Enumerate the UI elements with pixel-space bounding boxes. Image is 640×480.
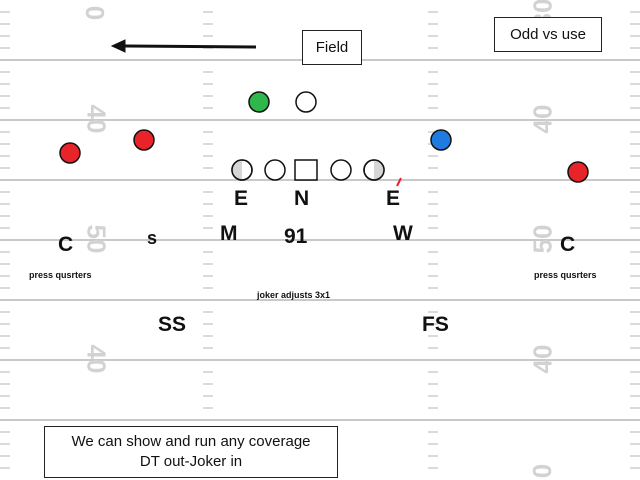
field-arrow [110,39,257,53]
yard-number-right-0: 0 [527,463,558,479]
press-note-right: press qusrters [534,270,597,280]
coverage-note-line-2: DT out-Joker in [139,453,243,470]
defender-E-right: E [386,187,401,210]
green-player [248,91,270,113]
press-note-left: press qusrters [29,270,92,280]
defender-M: M [220,222,238,245]
yard-number-left-50: 50 [81,224,112,254]
yard-lines [0,59,640,421]
yard-number-right-40b: 40 [527,344,558,374]
red-receiver-2 [133,129,155,151]
qb-player [295,91,317,113]
blue-receiver [430,129,452,151]
odd-label-box: Odd vs use [494,17,602,52]
yard-number-right-50: 50 [527,224,558,254]
defender-E-left: E [234,187,249,210]
red-receiver-1 [59,142,81,164]
red-tick [396,177,402,187]
strong-safety: SS [158,313,187,336]
red-receiver-3 [567,161,589,183]
yard-number-left-0: 0 [80,5,111,21]
yard-number-right-40a: 40 [527,104,558,134]
defender-s: s [147,228,158,248]
defender-91: 91 [284,225,308,248]
field-label-box: Field [302,30,362,65]
offensive-line [231,159,385,181]
corner-left: C [58,233,74,256]
defender-N: N [294,187,310,210]
hash-marks [0,11,640,469]
yard-number-left-40b: 40 [81,344,112,374]
free-safety: FS [422,313,449,336]
coverage-note-box: We can show and run any coverage DT out-… [44,426,338,478]
joker-note: joker adjusts 3x1 [257,290,331,300]
defender-W: W [393,222,413,245]
yard-number-left-40a: 40 [81,104,112,134]
coverage-note-line-1: We can show and run any coverage [71,433,311,450]
corner-right: C [560,233,576,256]
